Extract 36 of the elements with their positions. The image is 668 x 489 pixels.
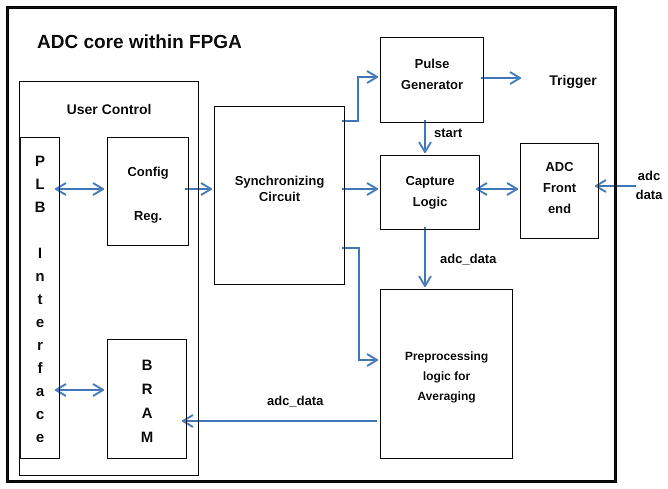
block-box	[20, 137, 60, 459]
arrow	[342, 247, 378, 367]
block-label: Preprocessing logic for Averaging	[404, 348, 490, 405]
block-box	[380, 37, 484, 123]
arrow	[185, 182, 212, 196]
block-box	[19, 81, 199, 476]
signal-label: Trigger	[548, 72, 598, 88]
fpga-boundary	[6, 6, 617, 483]
arrow	[342, 70, 378, 122]
block-label: Synchronizing Circuit	[234, 173, 326, 205]
block-box	[214, 106, 345, 285]
arrow	[481, 71, 521, 85]
arrow	[55, 182, 104, 196]
edge-label: adc_data	[438, 251, 498, 266]
signal-label: adc data	[634, 167, 664, 204]
arrow	[342, 182, 378, 196]
block-label: User Control	[66, 101, 152, 117]
arrow	[595, 179, 636, 193]
block-box	[107, 137, 189, 246]
arrow	[476, 182, 518, 196]
container-heading: ADC core within FPGA	[37, 35, 243, 51]
arrow	[182, 414, 377, 428]
block-box	[107, 339, 187, 459]
arrow	[418, 227, 432, 287]
vertical-block-label: PLB Interface	[34, 152, 46, 448]
block-box	[380, 289, 513, 459]
block-box	[520, 143, 599, 239]
vertical-block-label: BRAM	[140, 356, 154, 448]
block-label: Capture Logic	[404, 172, 456, 211]
block-label: Pulse Generator	[400, 55, 464, 94]
block-label: Config Reg.	[126, 163, 170, 225]
block-box	[380, 155, 480, 230]
edge-label: adc_data	[265, 393, 326, 408]
block-label: ADC Front end	[542, 158, 578, 218]
arrow	[55, 383, 104, 397]
arrow	[418, 120, 432, 153]
